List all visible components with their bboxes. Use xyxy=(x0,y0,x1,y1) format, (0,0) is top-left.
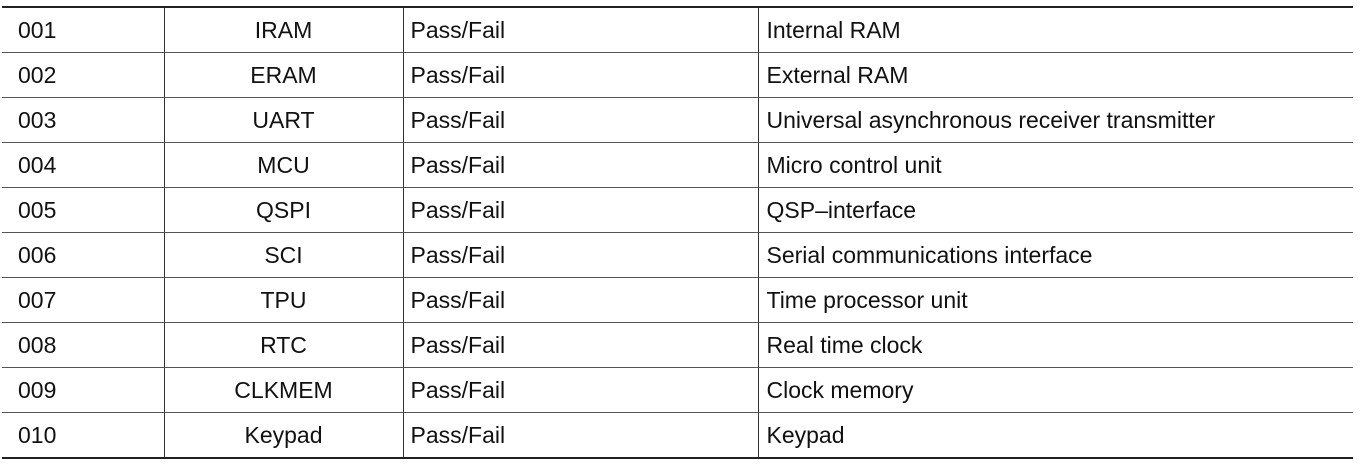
test-code-cell: 001 xyxy=(2,6,165,53)
test-code-cell: 005 xyxy=(2,187,165,233)
test-description-cell: Internal RAM xyxy=(757,6,1353,53)
table-row: 003 UART Pass/Fail Universal asynchronou… xyxy=(2,97,1353,143)
test-name-cell: Keypad xyxy=(163,412,404,459)
test-name-cell: ERAM xyxy=(163,52,404,98)
test-code-cell: 007 xyxy=(2,277,165,323)
test-result-cell: Pass/Fail xyxy=(402,52,759,98)
test-result-cell: Pass/Fail xyxy=(402,97,759,143)
test-result-cell: Pass/Fail xyxy=(402,232,759,278)
test-description-cell: Keypad xyxy=(757,412,1353,459)
test-result-cell: Pass/Fail xyxy=(402,277,759,323)
test-description-cell: Time processor unit xyxy=(757,277,1353,323)
table-row: 010 Keypad Pass/Fail Keypad xyxy=(2,412,1353,459)
test-name-cell: MCU xyxy=(163,142,404,188)
test-name-cell: IRAM xyxy=(163,6,404,53)
test-description-cell: QSP–interface xyxy=(757,187,1353,233)
test-name-cell: TPU xyxy=(163,277,404,323)
test-description-cell: Real time clock xyxy=(757,322,1353,368)
test-description-cell: Micro control unit xyxy=(757,142,1353,188)
table-row: 004 MCU Pass/Fail Micro control unit xyxy=(2,142,1353,188)
test-result-cell: Pass/Fail xyxy=(402,187,759,233)
test-name-cell: RTC xyxy=(163,322,404,368)
test-result-cell: Pass/Fail xyxy=(402,142,759,188)
table-row: 002 ERAM Pass/Fail External RAM xyxy=(2,52,1353,98)
table-row: 006 SCI Pass/Fail Serial communications … xyxy=(2,232,1353,278)
table-row: 001 IRAM Pass/Fail Internal RAM xyxy=(2,6,1353,53)
test-description-cell: External RAM xyxy=(757,52,1353,98)
self-test-table-container: 001 IRAM Pass/Fail Internal RAM 002 ERAM… xyxy=(2,6,1353,459)
self-test-table: 001 IRAM Pass/Fail Internal RAM 002 ERAM… xyxy=(2,6,1353,459)
test-result-cell: Pass/Fail xyxy=(402,322,759,368)
test-code-cell: 008 xyxy=(2,322,165,368)
table-row: 005 QSPI Pass/Fail QSP–interface xyxy=(2,187,1353,233)
test-name-cell: SCI xyxy=(163,232,404,278)
table-row: 007 TPU Pass/Fail Time processor unit xyxy=(2,277,1353,323)
test-result-cell: Pass/Fail xyxy=(402,367,759,413)
test-code-cell: 006 xyxy=(2,232,165,278)
test-description-cell: Clock memory xyxy=(757,367,1353,413)
test-result-cell: Pass/Fail xyxy=(402,6,759,53)
test-result-cell: Pass/Fail xyxy=(402,412,759,459)
test-code-cell: 003 xyxy=(2,97,165,143)
test-code-cell: 004 xyxy=(2,142,165,188)
test-code-cell: 010 xyxy=(2,412,165,459)
test-name-cell: CLKMEM xyxy=(163,367,404,413)
test-code-cell: 002 xyxy=(2,52,165,98)
table-row: 008 RTC Pass/Fail Real time clock xyxy=(2,322,1353,368)
test-description-cell: Serial communications interface xyxy=(757,232,1353,278)
test-name-cell: UART xyxy=(163,97,404,143)
table-row: 009 CLKMEM Pass/Fail Clock memory xyxy=(2,367,1353,413)
test-name-cell: QSPI xyxy=(163,187,404,233)
test-description-cell: Universal asynchronous receiver transmit… xyxy=(757,97,1353,143)
test-code-cell: 009 xyxy=(2,367,165,413)
